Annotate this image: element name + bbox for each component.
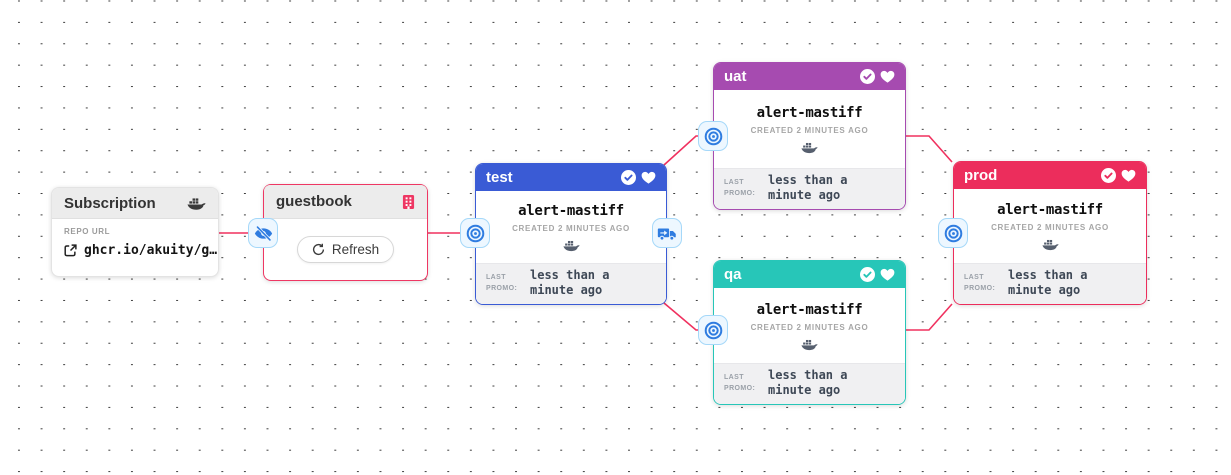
refresh-button[interactable]: Refresh: [296, 236, 395, 263]
subscription-header: Subscription: [52, 188, 218, 219]
favorite-heart-icon[interactable]: [880, 70, 895, 83]
freight-name: alert-mastiff: [518, 203, 624, 220]
stage-header-uat[interactable]: uat: [714, 63, 905, 90]
freight-created: CREATED 2 MINUTES AGO: [512, 224, 630, 234]
warehouse-body: Refresh: [264, 219, 427, 280]
verified-check-icon: [860, 267, 875, 282]
last-promo-value: less than a minute ago: [530, 267, 610, 298]
last-promo-value: less than a minute ago: [1008, 267, 1088, 298]
last-promo-label: LAST PROMO:: [964, 274, 996, 293]
last-promo-value: less than a minute ago: [768, 172, 848, 203]
freight-created: CREATED 2 MINUTES AGO: [750, 322, 869, 332]
warehouse-icon: [402, 194, 415, 210]
docker-icon: [801, 141, 818, 154]
freight-name: alert-mastiff: [756, 301, 863, 318]
verified-check-icon: [621, 170, 636, 185]
stage-name: prod: [964, 167, 998, 184]
stage-footer: LAST PROMO: less than a minute ago: [714, 167, 905, 209]
last-promo-label: LAST PROMO:: [724, 374, 756, 393]
freight-created: CREATED 2 MINUTES AGO: [991, 223, 1109, 233]
repo-url-link[interactable]: ghcr.io/akuity/g…: [64, 243, 217, 258]
promote-target-icon-prod[interactable]: [938, 218, 968, 248]
stage-body: alert-mastiff CREATED 2 MINUTES AGO: [714, 90, 905, 168]
warehouse-title: guestbook: [276, 193, 352, 210]
stage-card-qa[interactable]: qa alert-mastiff CREATED 2 MINUTES AGO L…: [713, 260, 906, 405]
docker-icon: [187, 196, 206, 211]
stage-card-prod[interactable]: prod alert-mastiff CREATED 2 MINUTES AGO…: [953, 161, 1147, 305]
favorite-heart-icon[interactable]: [1121, 169, 1136, 182]
docker-icon: [1041, 238, 1059, 251]
external-link-icon: [64, 244, 77, 257]
stage-card-test[interactable]: test alert-mastiff CREATED 2 MINUTES AGO…: [475, 163, 667, 305]
subscription-body: REPO URL ghcr.io/akuity/g…: [52, 219, 218, 258]
subscription-title: Subscription: [64, 194, 156, 212]
stage-header-test[interactable]: test: [476, 164, 666, 191]
stage-name: qa: [724, 266, 742, 283]
stage-footer: LAST PROMO: less than a minute ago: [954, 262, 1146, 304]
docker-icon: [562, 239, 580, 252]
last-promo-value: less than a minute ago: [768, 367, 848, 398]
stage-footer: LAST PROMO: less than a minute ago: [476, 262, 666, 304]
refresh-label: Refresh: [331, 242, 380, 257]
docker-icon: [801, 338, 818, 351]
stage-card-uat[interactable]: uat alert-mastiff CREATED 2 MINUTES AGO …: [713, 62, 906, 210]
refresh-icon: [312, 243, 325, 256]
verified-check-icon: [860, 69, 875, 84]
freight-name: alert-mastiff: [997, 202, 1103, 219]
promote-target-icon-test[interactable]: [460, 218, 490, 248]
hide-subscription-eye-slash-icon[interactable]: [248, 218, 278, 248]
favorite-heart-icon[interactable]: [641, 171, 656, 184]
stage-name: uat: [724, 68, 747, 85]
freight-name: alert-mastiff: [756, 105, 863, 122]
stage-body: alert-mastiff CREATED 2 MINUTES AGO: [714, 288, 905, 363]
promote-target-icon-uat[interactable]: [698, 121, 728, 151]
promote-downstream-truck-icon[interactable]: [652, 218, 682, 248]
repo-url-text: ghcr.io/akuity/g…: [84, 243, 218, 258]
stage-body: alert-mastiff CREATED 2 MINUTES AGO: [954, 189, 1146, 263]
favorite-heart-icon[interactable]: [880, 268, 895, 281]
subscription-card[interactable]: Subscription REPO URL ghcr.io/akuity/g…: [51, 187, 219, 277]
stage-header-prod[interactable]: prod: [954, 162, 1146, 189]
warehouse-card-guestbook[interactable]: guestbook Refresh: [263, 184, 428, 281]
edge-qa-prod: [906, 303, 953, 331]
verified-check-icon: [1101, 168, 1116, 183]
stage-header-qa[interactable]: qa: [714, 261, 905, 288]
stage-body: alert-mastiff CREATED 2 MINUTES AGO: [476, 191, 666, 263]
last-promo-label: LAST PROMO:: [724, 179, 756, 198]
freight-created: CREATED 2 MINUTES AGO: [750, 126, 869, 136]
stage-footer: LAST PROMO: less than a minute ago: [714, 362, 905, 404]
warehouse-header: guestbook: [264, 185, 427, 219]
edge-uat-prod: [906, 135, 953, 163]
last-promo-label: LAST PROMO:: [486, 274, 518, 293]
stage-name: test: [486, 169, 513, 186]
repo-url-label: REPO URL: [64, 227, 111, 236]
promote-target-icon-qa[interactable]: [698, 315, 728, 345]
